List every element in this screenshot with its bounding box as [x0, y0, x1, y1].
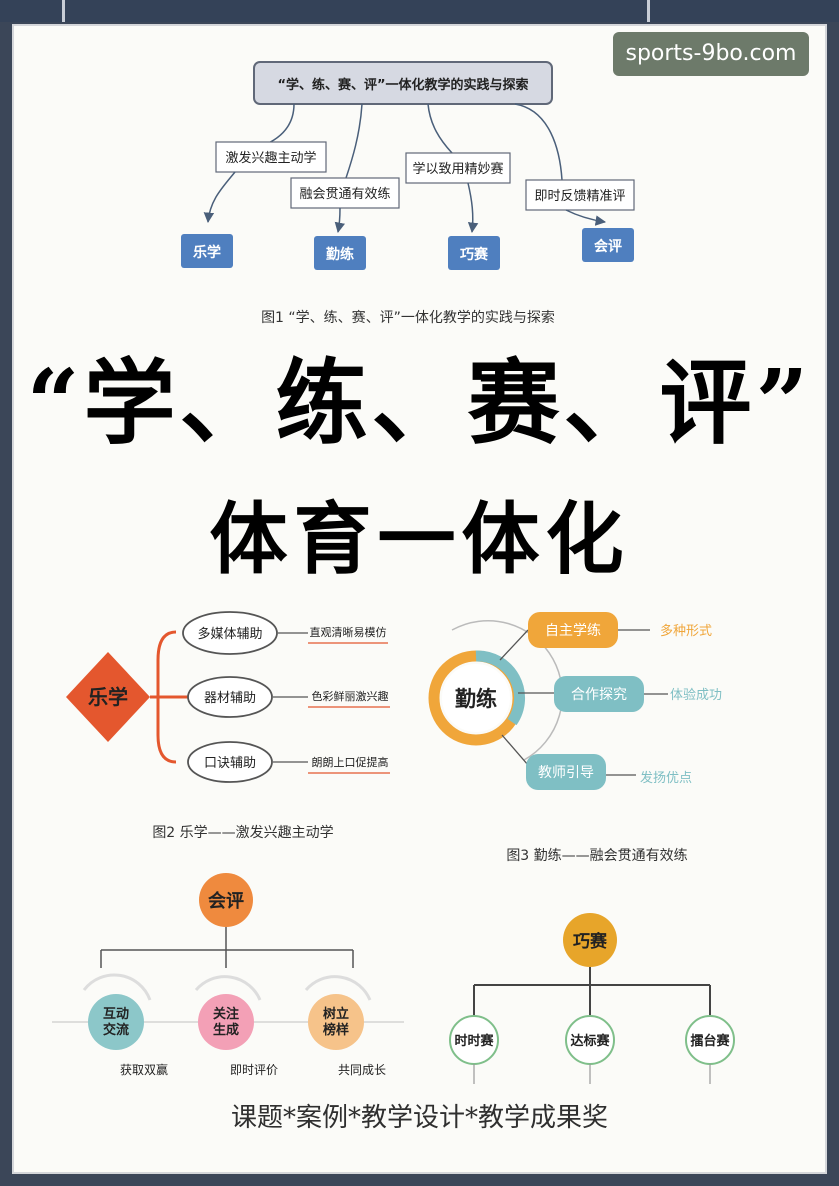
- fig1-arrow: [203, 171, 236, 224]
- fig3-center-label: 勤练: [455, 687, 497, 711]
- fig4-child: [198, 994, 254, 1050]
- fig1-target-box: [582, 228, 634, 262]
- fig1-arrow: [565, 209, 607, 226]
- fig1-connector: [514, 103, 563, 181]
- fig2-item-label: 器材辅助: [204, 691, 256, 706]
- fig1-connector: [261, 103, 295, 147]
- fig1-step-box: [290, 177, 400, 209]
- fig4-note: 即时评价: [230, 1063, 278, 1077]
- fig2-note: 朗朗上口促提高: [312, 755, 389, 769]
- figure-4: 会评 互动交流 关注生成 树立榜样 获取双赢 即时评价 共同成长: [52, 873, 404, 1077]
- fig4-child-label: 互动交流: [103, 1007, 129, 1038]
- divider: [647, 0, 650, 22]
- fig4-arc: [82, 973, 152, 1001]
- fig1-step-label: 融会贯通有效练: [299, 187, 390, 202]
- fig1-connector: [345, 103, 363, 179]
- fig3-note: 多种形式: [660, 623, 712, 639]
- fig2-note: 直观清晰易模仿: [310, 625, 387, 639]
- fig1-step-label: 即时反馈精准评: [534, 189, 625, 204]
- fig3-item-label: 合作探究: [571, 687, 627, 703]
- top-bar: [0, 0, 839, 22]
- fig4-arc: [194, 975, 262, 1001]
- divider: [62, 0, 65, 22]
- headline-line-2: 体育一体化: [209, 494, 630, 585]
- fig2-item-label: 多媒体辅助: [197, 626, 262, 642]
- fig1-target-label: 会评: [594, 238, 622, 255]
- fig1-connector: [427, 103, 453, 154]
- fig4-arc: [304, 975, 372, 1001]
- fig1-step-label: 学以致用精妙赛: [412, 161, 503, 177]
- fig3-ring-accent: [475, 650, 526, 726]
- fig2-note: 色彩鲜丽激兴趣: [312, 689, 389, 703]
- figure-3: 勤练 自主学练 合作探究 教师引导 多种形式 体验成功 发扬优点 图3 勤练——…: [428, 612, 722, 864]
- figure-1: “学、练、赛、评”一体化教学的实践与探索 激发兴趣主动学 融会贯通有效练 学以致…: [181, 61, 635, 326]
- fig3-item: [554, 676, 644, 712]
- fig1-step-label: 激发兴趣主动学: [225, 150, 316, 166]
- fig3-note: 发扬优点: [640, 770, 692, 786]
- fig3-caption: 图3 勤练——融会贯通有效练: [506, 848, 687, 864]
- fig1-root-box: [253, 61, 553, 105]
- fig1-target-label: 勤练: [326, 246, 354, 263]
- fig1-step-box: [525, 179, 635, 211]
- fig3-connector: [501, 734, 529, 766]
- fig5-root: [563, 913, 617, 967]
- fig5-child-label: 时时赛: [454, 1033, 494, 1049]
- headline-line-1: “学、练、赛、评”: [26, 349, 813, 457]
- watermark: sports-9bo.com: [613, 32, 809, 76]
- fig1-arrow: [334, 207, 346, 234]
- fig1-caption: 图1 “学、练、赛、评”一体化教学的实践与探索: [261, 309, 555, 326]
- fig3-connector: [499, 629, 529, 661]
- fig1-target-box: [314, 236, 366, 270]
- content-card: [12, 24, 827, 1174]
- fig3-item-label: 教师引导: [538, 765, 594, 781]
- fig2-center-label: 乐学: [88, 685, 128, 709]
- fig1-step-box: [405, 152, 511, 184]
- fig3-item-label: 自主学练: [545, 623, 601, 639]
- fig5-child-label: 擂台赛: [690, 1033, 730, 1049]
- fig5-root-label: 巧赛: [573, 931, 608, 952]
- fig4-child-label: 关注生成: [213, 1006, 239, 1038]
- fig1-step-box: [215, 141, 327, 173]
- fig1-target-box: [448, 236, 500, 270]
- fig4-note: 获取双赢: [120, 1062, 168, 1077]
- footer-text: 课题*案例*教学设计*教学成果奖: [230, 1103, 608, 1133]
- fig2-item: [187, 676, 273, 718]
- fig2-caption: 图2 乐学——激发兴趣主动学: [152, 824, 333, 841]
- fig4-child: [308, 994, 364, 1050]
- fig1-target-label: 巧赛: [460, 246, 489, 263]
- fig3-item: [528, 612, 618, 648]
- figure-2: 乐学 多媒体辅助 器材辅助 口诀辅助 直观清晰易模仿 色彩鲜丽激兴趣 朗朗上口促…: [66, 611, 390, 841]
- fig3-center: [442, 664, 510, 732]
- figure-5: 巧赛 时时赛 达标赛 擂台赛: [449, 913, 735, 1084]
- fig3-outer-arc: [451, 619, 564, 761]
- fig4-root-label: 会评: [208, 890, 244, 912]
- fig2-item-label: 口诀辅助: [204, 756, 256, 771]
- fig2-item: [187, 741, 273, 783]
- fig1-target-label: 乐学: [193, 244, 221, 261]
- fig4-note: 共同成长: [338, 1063, 386, 1077]
- fig2-bracket: [150, 630, 188, 764]
- fig3-note: 体验成功: [670, 687, 722, 703]
- fig1-arrow: [467, 182, 479, 234]
- fig4-root: [199, 873, 253, 927]
- fig4-child: [88, 994, 144, 1050]
- fig1-target-box: [181, 234, 233, 268]
- fig2-center-diamond: [66, 652, 150, 742]
- fig1-root-label: “学、练、赛、评”一体化教学的实践与探索: [277, 77, 528, 93]
- fig5-child-label: 达标赛: [570, 1033, 610, 1049]
- fig4-child-label: 树立榜样: [323, 1006, 349, 1038]
- fig3-item: [526, 754, 606, 790]
- fig2-item: [182, 611, 278, 655]
